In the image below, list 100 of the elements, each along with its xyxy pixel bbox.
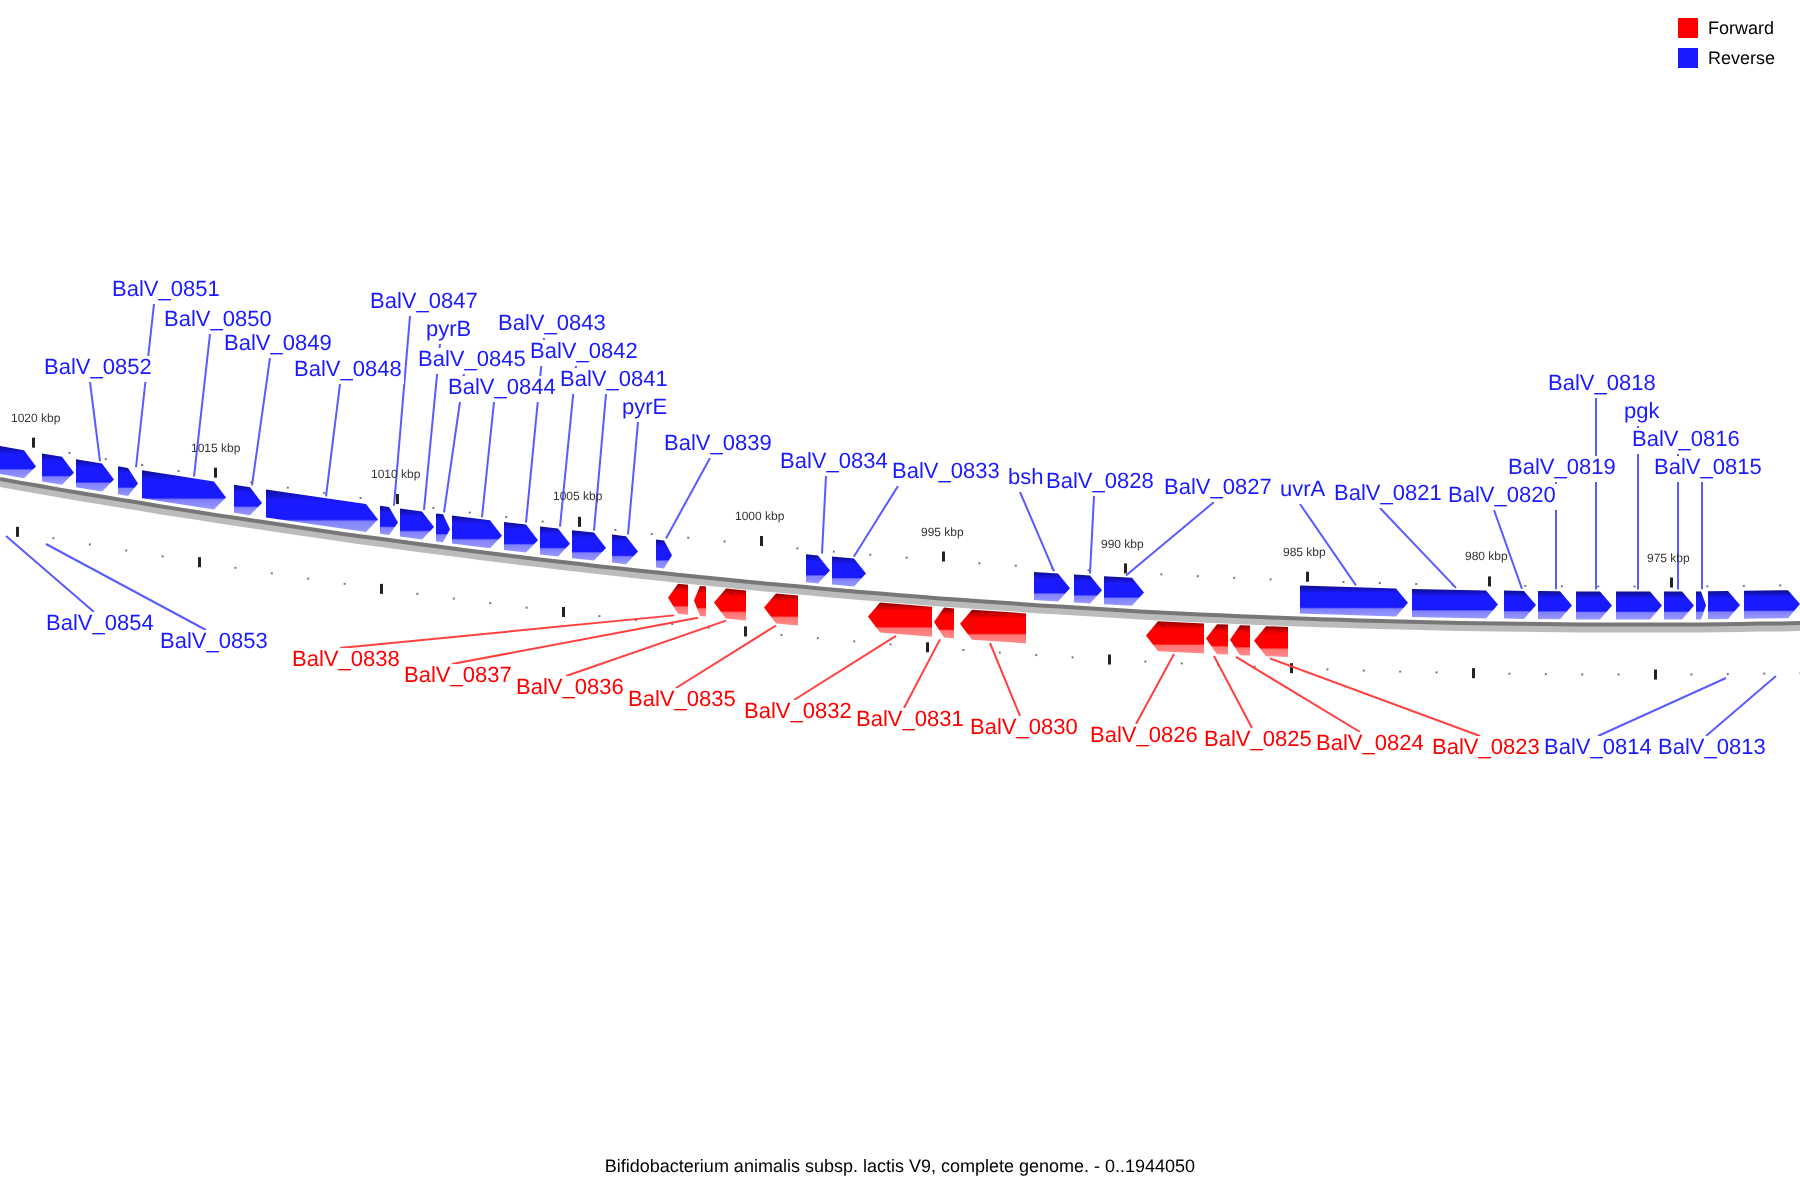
- gene-label: BalV_0842: [528, 340, 640, 366]
- leader-line: [1235, 655, 1361, 733]
- leader-line: [481, 401, 495, 519]
- leader-line: [853, 485, 899, 558]
- gene-label: BalV_0816: [1630, 428, 1742, 454]
- gene-label: BalV_0831: [854, 708, 966, 734]
- gene-label: BalV_0841: [558, 368, 670, 394]
- gene-block: [504, 522, 538, 553]
- gene-label: BalV_0818: [1546, 372, 1658, 398]
- gene-label: pyrB: [424, 318, 474, 344]
- gene-block: [656, 539, 672, 569]
- gene-block: [1616, 591, 1662, 620]
- leader-line: [1125, 501, 1215, 577]
- leader-line: [1269, 657, 1481, 737]
- gene-label: BalV_0826: [1088, 724, 1200, 750]
- gene-block: [1074, 574, 1102, 604]
- gene-label: BalV_0814: [1542, 736, 1654, 762]
- leader-line: [565, 619, 727, 677]
- leader-line: [1019, 491, 1055, 573]
- gene-label: BalV_0835: [626, 688, 738, 714]
- leader-line: [989, 642, 1021, 717]
- gene-label: uvrA: [1278, 478, 1328, 504]
- leader-line: [1089, 495, 1095, 575]
- gene-block: [960, 609, 1026, 644]
- gene-label: BalV_0845: [416, 348, 528, 374]
- gene-label: BalV_0849: [222, 332, 334, 358]
- leader-line: [793, 634, 897, 701]
- gene-block: [234, 484, 262, 516]
- gene-block: [42, 453, 74, 485]
- gene-label: BalV_0843: [496, 312, 608, 338]
- gene-label: BalV_0828: [1044, 470, 1156, 496]
- gene-label: BalV_0823: [1430, 736, 1542, 762]
- gene-block: [612, 534, 638, 565]
- gene-label: BalV_0848: [292, 358, 404, 384]
- gene-label: BalV_0813: [1656, 736, 1768, 762]
- gene-label: BalV_0834: [778, 450, 890, 476]
- gene-label: BalV_0837: [402, 664, 514, 690]
- gene-block: [806, 554, 830, 584]
- gene-block: [118, 466, 138, 496]
- gene-label: BalV_0824: [1314, 732, 1426, 758]
- gene-label: BalV_0820: [1446, 484, 1558, 510]
- leader-line: [665, 457, 711, 540]
- gene-label: BalV_0833: [890, 460, 1002, 486]
- caption: Bifidobacterium animalis subsp. lactis V9, complete genome. - 0..1944050: [602, 1156, 1198, 1178]
- gene-block: [668, 583, 688, 615]
- gene-block: [1538, 591, 1572, 620]
- gene-label: BalV_0830: [968, 716, 1080, 742]
- leader-line: [903, 638, 941, 709]
- gene-label: BalV_0847: [368, 290, 480, 316]
- gene-block: [142, 470, 226, 510]
- gene-block: [1300, 585, 1408, 617]
- leader-line: [451, 616, 699, 665]
- gene-block: [76, 459, 114, 492]
- gene-label: BalV_0851: [110, 278, 222, 304]
- gene-label: BalV_0854: [44, 612, 156, 638]
- leader-line: [593, 393, 607, 532]
- gene-block: [714, 588, 746, 621]
- leader-line: [251, 357, 271, 487]
- gene-label: BalV_0838: [290, 648, 402, 674]
- gene-label: BalV_0827: [1162, 476, 1274, 502]
- leader-line: [325, 383, 341, 498]
- leader-line: [1705, 675, 1777, 737]
- leader-line: [89, 381, 101, 463]
- leader-line: [193, 333, 211, 478]
- gene-block: [1744, 590, 1800, 619]
- gene-block: [764, 593, 798, 626]
- gene-block: [540, 526, 570, 557]
- leader-line: [5, 535, 95, 613]
- gene-label: BalV_0819: [1506, 456, 1618, 482]
- gene-block: [1230, 625, 1250, 656]
- gene-block: [1412, 589, 1498, 619]
- gene-label: BalV_0815: [1652, 456, 1764, 482]
- gene-label: BalV_0853: [158, 630, 270, 656]
- gene-label: pgk: [1622, 400, 1662, 426]
- gene-label: BalV_0821: [1332, 482, 1444, 508]
- leader-line: [339, 614, 675, 649]
- gene-label: BalV_0836: [514, 676, 626, 702]
- gene-label: pyrE: [620, 396, 670, 422]
- gene-label: BalV_0850: [162, 308, 274, 334]
- legend-label: Reverse: [1708, 48, 1776, 68]
- gene-block: [1034, 572, 1070, 602]
- leader-line: [1299, 503, 1357, 587]
- leader-line: [393, 315, 411, 507]
- gene-block: [1576, 591, 1612, 620]
- gene-block: [832, 556, 866, 587]
- gene-label: BalV_0825: [1202, 728, 1314, 754]
- leader-line: [675, 624, 777, 689]
- leader-line: [45, 543, 207, 631]
- leader-line: [1493, 509, 1523, 590]
- gene-label: BalV_0844: [446, 376, 558, 402]
- leader-line: [1379, 507, 1457, 589]
- leader-line: [1597, 677, 1727, 737]
- gene-label: BalV_0839: [662, 432, 774, 458]
- gene-label: BalV_0852: [42, 356, 154, 382]
- leader-line: [1213, 655, 1253, 729]
- gene-label: bsh: [1006, 466, 1046, 492]
- leader-line: [821, 475, 827, 555]
- legend-label: Forward: [1708, 18, 1775, 38]
- gene-block: [572, 530, 606, 561]
- gene-block: [1504, 590, 1536, 619]
